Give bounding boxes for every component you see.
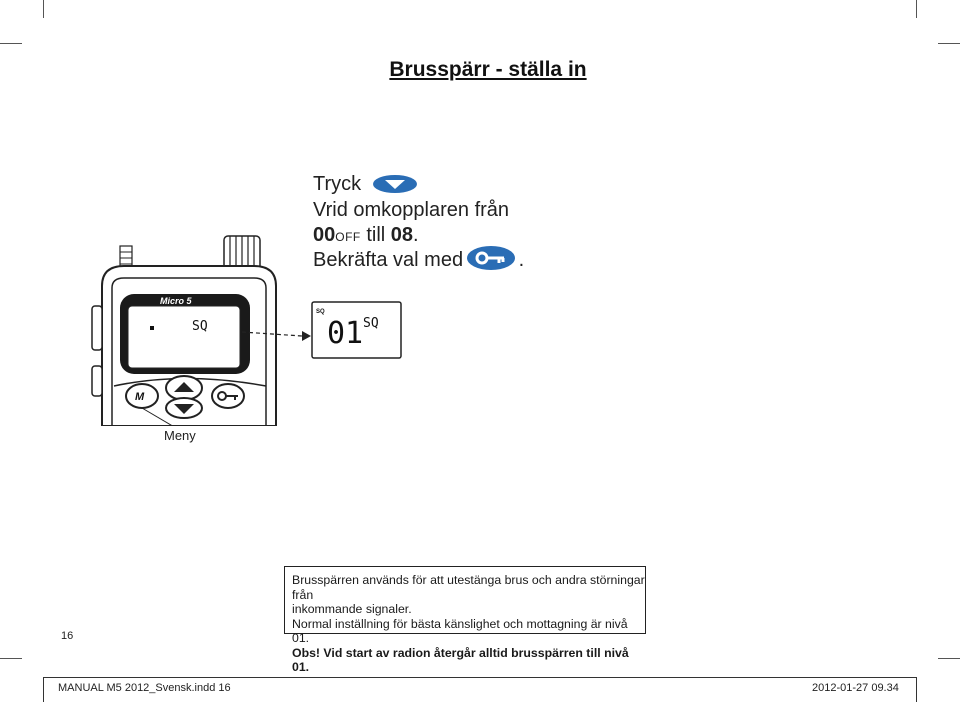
till-label: till — [366, 224, 386, 246]
period: . — [413, 224, 419, 246]
value-to: 08 — [390, 224, 414, 246]
info-line-2: inkommande signaler. — [292, 602, 412, 616]
lcd-sq-label: SQ — [363, 316, 379, 331]
instruction-line-3: 00OFF till 08. — [313, 222, 419, 250]
info-line-4: Obs! Vid start av radion återgår alltid … — [292, 645, 629, 675]
radio-device-illustration: Micro 5 SQ M — [91, 235, 277, 426]
crop-mark — [916, 0, 917, 18]
crop-mark — [938, 43, 960, 44]
footer-timestamp: 2012-01-27 09.34 — [812, 682, 899, 694]
crop-mark — [0, 43, 22, 44]
key-button-icon — [466, 245, 516, 276]
lcd-sq-indicator: SQ — [316, 309, 325, 315]
page-title: Brusspärr - ställa in — [389, 58, 587, 81]
value-from: 00 — [313, 224, 336, 246]
down-button-icon — [372, 174, 418, 199]
menu-label: Meny — [164, 428, 196, 443]
lcd-digits: 01 — [327, 316, 363, 351]
instruction-line-4: Bekräfta val med . — [313, 247, 524, 273]
crop-mark — [938, 658, 960, 659]
info-box: Brusspärren används för att utestänga br… — [284, 566, 646, 674]
device-brand: Micro 5 — [160, 296, 193, 306]
crop-mark — [43, 0, 44, 18]
footer-slug-border — [43, 677, 917, 702]
crop-mark — [0, 658, 22, 659]
instruction-line-2: Vrid omkopplaren från — [313, 199, 510, 221]
info-line-3: Normal inställning för bästa känslighet … — [292, 616, 628, 646]
instruction-line-1: Tryck — [313, 171, 361, 197]
m-button-label: M — [135, 391, 145, 403]
bekrafta-label: Bekräfta val med — [313, 249, 464, 271]
off-label: OFF — [335, 230, 361, 244]
lcd-zoom-display: SQ 01 SQ — [311, 301, 402, 359]
footer-file-name: MANUAL M5 2012_Svensk.indd 16 — [58, 682, 231, 694]
arrow-connector — [241, 331, 311, 341]
instruction-tryck: Tryck — [313, 173, 362, 195]
page-number: 16 — [61, 630, 74, 642]
device-lcd-text: SQ — [192, 319, 208, 334]
period: . — [518, 249, 525, 271]
info-line-1: Brusspärren används för att utestänga br… — [292, 573, 645, 602]
